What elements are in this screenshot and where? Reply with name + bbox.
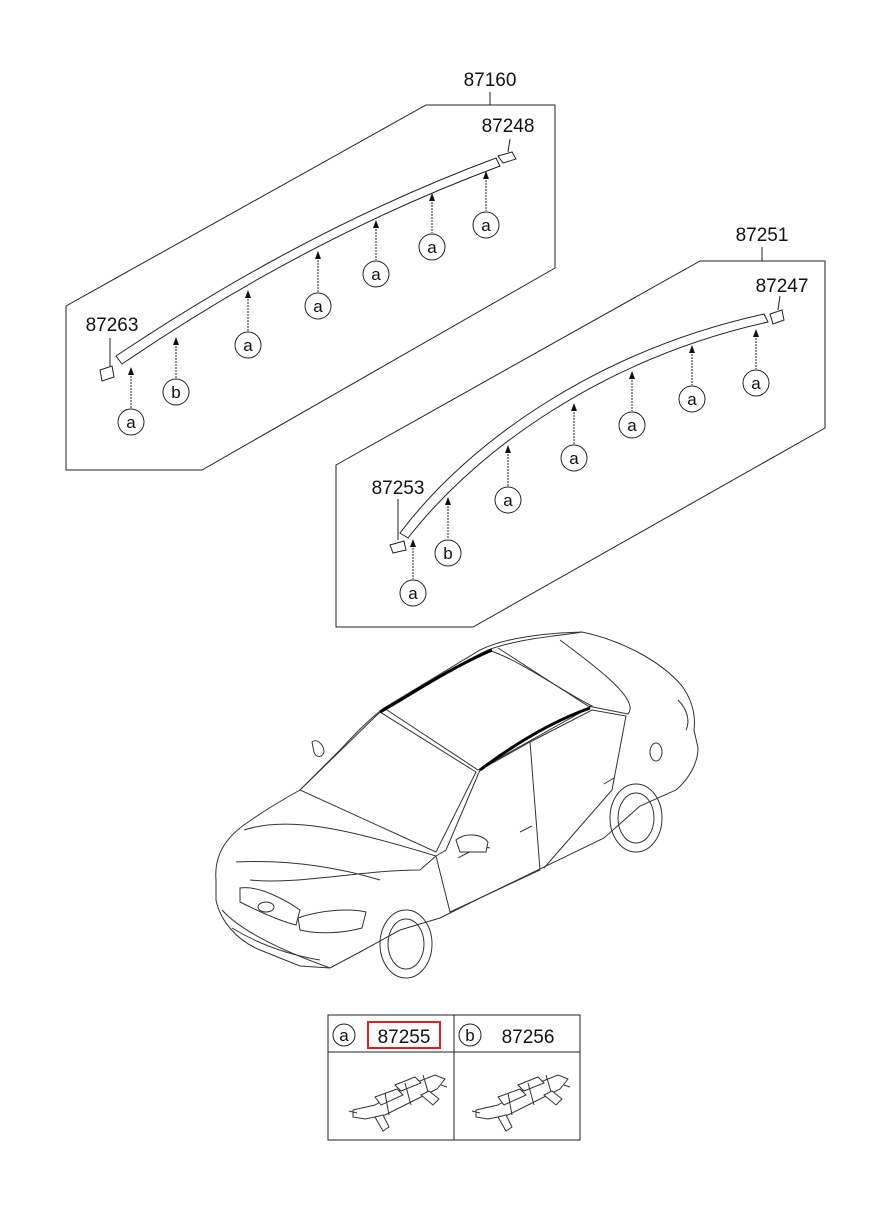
callout-a-label: a — [627, 416, 637, 435]
legend-b-part-number[interactable]: 87256 — [502, 1027, 555, 1048]
callout-a-label: a — [408, 584, 418, 603]
legend-a-highlight — [367, 1021, 441, 1049]
front-end-cap-part-number[interactable]: 87248 — [482, 116, 535, 137]
callout-a-label: a — [481, 216, 491, 235]
callout-a-label: a — [313, 297, 323, 316]
callout-a-label: a — [569, 449, 579, 468]
callout-a-circle — [117, 408, 145, 436]
callout-a-label: a — [427, 238, 437, 257]
legend-a-part-number[interactable]: 87255 — [378, 1027, 431, 1048]
callout-b-circle — [162, 378, 190, 406]
front-clip-callouts: a b a a a a a — [117, 171, 500, 436]
front-roof-rail[interactable] — [115, 157, 501, 365]
callout-b-label: b — [171, 383, 180, 402]
legend-a-letter: a — [339, 1026, 349, 1045]
callout-b-label: b — [443, 544, 452, 563]
car-roof-moulding-right — [479, 706, 591, 772]
rear-rail-frame — [335, 260, 826, 628]
rear-clip-callouts: a b a a a a a — [399, 329, 770, 607]
callout-a-label: a — [371, 265, 381, 284]
car-illustration — [215, 631, 699, 979]
rear-start-cap[interactable] — [389, 540, 407, 554]
legend-b-letter: b — [465, 1026, 474, 1045]
front-rail-group: 87160 87248 87263 a b a — [65, 70, 556, 471]
clip-legend-table: a 87255 b 87256 — [327, 1014, 581, 1141]
legend-a-circle — [332, 1023, 356, 1047]
clip-a-drawing — [348, 1074, 448, 1132]
rear-end-cap-part-number[interactable]: 87247 — [756, 276, 809, 297]
rear-start-cap-part-number[interactable]: 87253 — [372, 478, 425, 499]
rear-end-cap[interactable] — [769, 309, 785, 325]
callout-a-label: a — [243, 336, 253, 355]
car-roof-moulding-left — [379, 648, 493, 714]
front-rail-part-number[interactable]: 87160 — [464, 70, 517, 91]
callout-a-label: a — [687, 390, 697, 409]
callout-a-label: a — [503, 491, 513, 510]
front-end-cap[interactable] — [497, 151, 517, 164]
clip-b-drawing — [471, 1074, 571, 1132]
front-rail-frame — [65, 104, 556, 471]
callout-a-label: a — [751, 374, 761, 393]
rear-rail-part-number[interactable]: 87251 — [736, 225, 789, 246]
legend-b-circle — [458, 1023, 482, 1047]
callout-a-label: a — [126, 413, 136, 432]
rear-rail-group: 87251 87247 87253 a b a a — [335, 225, 826, 628]
front-start-cap[interactable] — [99, 365, 115, 382]
rear-roof-rail[interactable] — [399, 313, 769, 539]
front-start-cap-part-number[interactable]: 87263 — [86, 315, 139, 336]
